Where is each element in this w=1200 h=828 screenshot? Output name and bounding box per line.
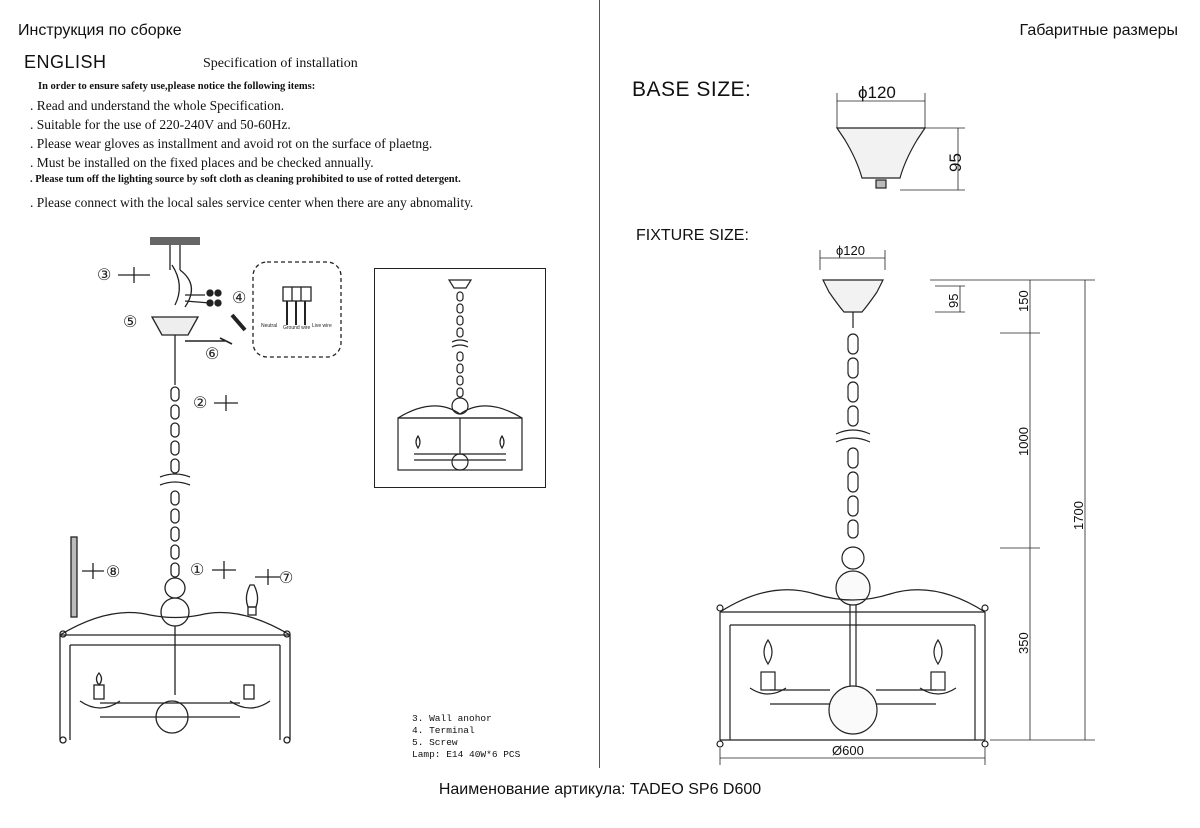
terminal-block-icon (282, 286, 312, 325)
step-8-label: ⑧ (106, 564, 120, 581)
wire-label-live: Live wire (312, 323, 332, 329)
total-height-dim: 1700 (1071, 501, 1086, 530)
fixture-canopy (822, 279, 884, 313)
parts-legend: 3. Wall anohor 4. Terminal 5. Screw Lamp… (412, 713, 520, 761)
base-height-dim: 95 (946, 153, 965, 172)
step-6-label: ⑥ (205, 346, 219, 363)
terminal-detail-box (252, 261, 342, 358)
fixture-chain (835, 333, 871, 539)
terminal-icons (206, 289, 247, 332)
wall-anchor-icon (70, 536, 78, 618)
fixture-size-label: FIXTURE SIZE: (636, 227, 749, 244)
assembly-header: Инструкция по сборке (18, 22, 182, 39)
step-7-label: ⑦ (279, 570, 293, 587)
legend-line: Lamp: E14 40W*6 PCS (412, 749, 521, 760)
base-size-label: BASE SIZE: (632, 78, 752, 101)
body-diameter-dim: Ø600 (832, 743, 864, 758)
legend-line: 5. Screw (412, 737, 458, 748)
base-canopy (835, 127, 927, 179)
dimension-drawing: ϕ120 95 ϕ120 95 (716, 83, 1095, 765)
lantern-body (59, 577, 291, 744)
step-3-label: ③ (97, 267, 111, 284)
fixture-canopy-height-dim: 95 (946, 294, 961, 308)
ceiling-plate (150, 237, 200, 245)
article-caption: Наименование артикула: TADEO SP6 D600 (438, 781, 762, 798)
instruction-item: . Suitable for the use of 220-240V and 5… (30, 117, 291, 132)
fixture-top-diameter-dim: ϕ120 (836, 243, 865, 258)
step-2-label: ② (193, 395, 207, 412)
base-diameter-dim: ϕ120 (858, 83, 896, 102)
preview-sketch (374, 268, 546, 488)
body-height-dim: 350 (1016, 632, 1031, 654)
chain-top-dim: 150 (1016, 290, 1031, 312)
instruction-item: . Please connect with the local sales se… (30, 195, 474, 210)
legend-line: 4. Terminal (412, 725, 475, 736)
spec-title: Specification of installation (203, 56, 358, 71)
chain (159, 386, 191, 578)
instruction-item: . Please tum off the lighting source by … (30, 174, 461, 185)
instruction-item: . Please wear gloves as installment and … (30, 136, 433, 151)
step-5-label: ⑤ (123, 314, 137, 331)
wire-label-ground: Ground wire (283, 325, 310, 331)
language-label: ENGLISH (24, 52, 107, 72)
legend-line: 3. Wall anohor (412, 713, 492, 724)
canopy (150, 316, 200, 336)
fixture-lantern (716, 546, 989, 748)
step-4-label: ④ (232, 290, 246, 307)
dimensions-header: Габаритные размеры (1019, 22, 1178, 39)
instruction-item: . Must be installed on the fixed places … (30, 155, 374, 170)
page-divider (599, 0, 600, 768)
intro-text: In order to ensure safety use,please not… (38, 81, 316, 92)
bulb-icon (245, 584, 259, 616)
step-1-label: ① (190, 562, 204, 579)
instruction-item: . Read and understand the whole Specific… (30, 98, 285, 113)
wire-label-neutral: Neutral (261, 323, 277, 329)
assembly-drawing: ③ ④ Neutral Ground wire Live wire ⑤ ⑥ ② … (59, 237, 342, 744)
chain-length-dim: 1000 (1016, 427, 1031, 456)
